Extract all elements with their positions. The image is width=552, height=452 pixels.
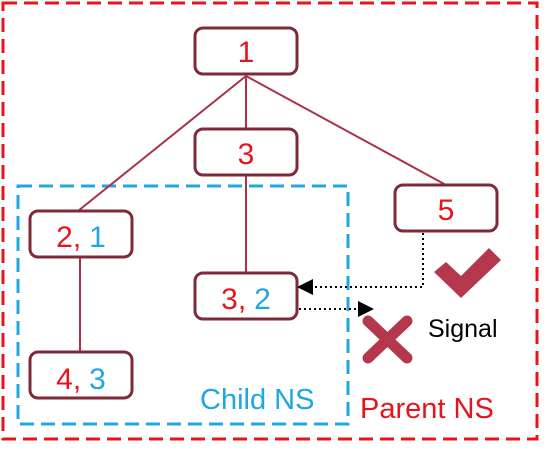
process-node-4-3: 4,3: [28, 350, 134, 400]
child-ns-label: Child NS: [200, 384, 314, 416]
parent-pid: 2: [56, 221, 73, 254]
edge-1-to-2: [77, 75, 247, 212]
child-pid: 2: [254, 283, 271, 316]
parent-ns-label: Parent NS: [360, 393, 494, 425]
signal-arrow-allowed: [297, 233, 424, 295]
child-ns-boundary: [16, 184, 350, 426]
child-pid: 1: [89, 221, 106, 254]
process-node-5: 5: [393, 183, 499, 233]
parent-pid: 3: [238, 138, 255, 171]
parent-pid: 1: [238, 36, 255, 69]
process-node-1: 1: [193, 26, 299, 76]
edge-1-to-5: [245, 75, 447, 186]
parent-ns-boundary: [1, 1, 539, 441]
signal-label: Signal: [428, 315, 498, 343]
svg-text:3: 3: [238, 138, 255, 171]
svg-text:2,1: 2,1: [56, 221, 106, 254]
svg-text:1: 1: [238, 36, 255, 69]
pid-separator: ,: [73, 363, 81, 396]
pid-separator: ,: [238, 283, 246, 316]
child-pid: 3: [89, 363, 106, 396]
process-node-3-2: 3,2: [193, 271, 299, 321]
parent-pid: 5: [438, 194, 455, 227]
process-node-2-1: 2,1: [28, 209, 134, 259]
check-icon: [434, 248, 501, 298]
parent-pid: 3: [221, 283, 238, 316]
svg-text:4,3: 4,3: [56, 363, 106, 396]
svg-text:5: 5: [438, 194, 455, 227]
svg-text:3,2: 3,2: [221, 283, 271, 316]
parent-pid: 4: [56, 363, 73, 396]
process-node-3: 3: [193, 127, 299, 177]
cross-icon: [362, 315, 413, 364]
pid-separator: ,: [73, 221, 81, 254]
